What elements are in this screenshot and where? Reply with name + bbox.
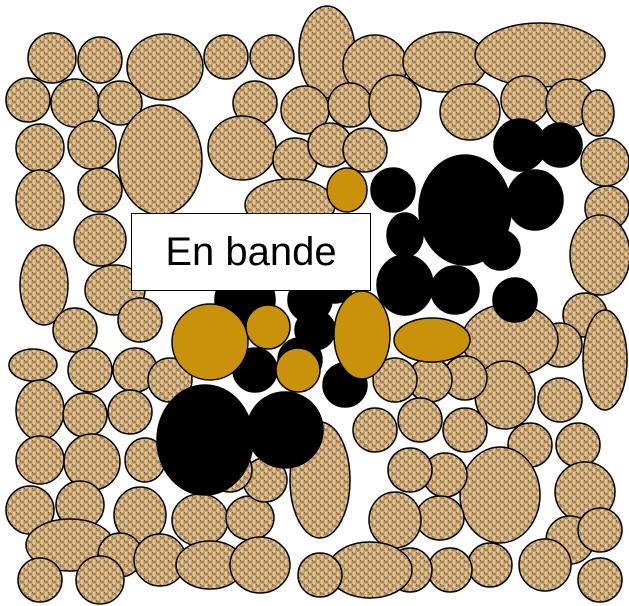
textured-stone: [15, 379, 65, 441]
textured-stone: [117, 104, 203, 216]
textured-stone: [415, 495, 465, 541]
textured-stone: [368, 74, 422, 132]
textured-stone: [50, 78, 100, 128]
textured-stone: [439, 83, 501, 141]
textured-stone: [117, 297, 163, 343]
black-stone: [479, 229, 521, 271]
black-stone: [430, 265, 480, 315]
black-stone: [376, 254, 434, 316]
black-stone: [492, 277, 538, 323]
textured-stone: [15, 169, 65, 231]
stones-group: [5, 5, 629, 605]
textured-stone: [203, 34, 249, 80]
textured-stone: [8, 348, 58, 382]
textured-stone: [352, 407, 398, 453]
textured-stone: [577, 557, 623, 603]
textured-stone: [402, 31, 488, 93]
textured-stone: [77, 36, 123, 84]
textured-stone: [387, 447, 433, 493]
textured-stone: [500, 75, 550, 125]
textured-stone: [474, 22, 606, 88]
textured-stone: [372, 357, 418, 403]
ochre-stone: [393, 317, 471, 363]
textured-stone: [52, 307, 98, 353]
textured-stone: [397, 397, 443, 443]
textured-stone: [555, 422, 601, 468]
textured-stone: [577, 507, 623, 553]
ochre-stone: [333, 290, 391, 380]
black-stone: [370, 167, 416, 213]
textured-stone: [229, 536, 291, 594]
ochre-stone: [275, 347, 321, 393]
textured-stone: [67, 120, 117, 170]
textured-stone: [67, 347, 113, 393]
textured-stone: [582, 309, 628, 411]
label-text: En bande: [165, 229, 337, 274]
textured-stone: [249, 34, 295, 80]
textured-stone: [77, 167, 123, 213]
textured-stone: [19, 244, 69, 326]
textured-stone: [5, 77, 51, 123]
textured-stone: [75, 555, 125, 605]
textured-stone: [459, 446, 541, 544]
textured-stone: [327, 82, 373, 128]
black-stone: [246, 391, 324, 469]
textured-stone: [62, 392, 108, 438]
ochre-stone: [171, 303, 249, 381]
textured-stone: [581, 89, 615, 137]
textured-stone: [467, 542, 513, 588]
textured-stone: [537, 377, 583, 423]
textured-stone: [17, 557, 63, 603]
textured-stone: [442, 407, 488, 453]
textured-stone: [171, 493, 229, 547]
textured-stone: [207, 115, 277, 181]
textured-stone: [368, 491, 422, 549]
ochre-stone: [245, 304, 291, 350]
textured-stone: [27, 32, 77, 84]
textured-stone: [569, 214, 629, 296]
textured-stone: [580, 137, 629, 187]
ochre-stone: [326, 167, 368, 213]
textured-stone: [427, 547, 473, 593]
black-stone: [537, 122, 583, 168]
textured-stone: [73, 213, 127, 267]
textured-stone: [15, 435, 65, 485]
textured-stone: [297, 552, 343, 598]
black-stone: [506, 169, 564, 231]
textured-stone: [126, 33, 204, 101]
textured-stone: [97, 80, 143, 126]
black-stone: [156, 384, 254, 496]
textured-stone: [518, 538, 572, 592]
label-box: En bande: [131, 213, 371, 291]
textured-stone: [342, 127, 388, 173]
textured-stone: [15, 123, 65, 173]
textured-stone: [107, 389, 153, 435]
black-stone: [386, 212, 424, 258]
